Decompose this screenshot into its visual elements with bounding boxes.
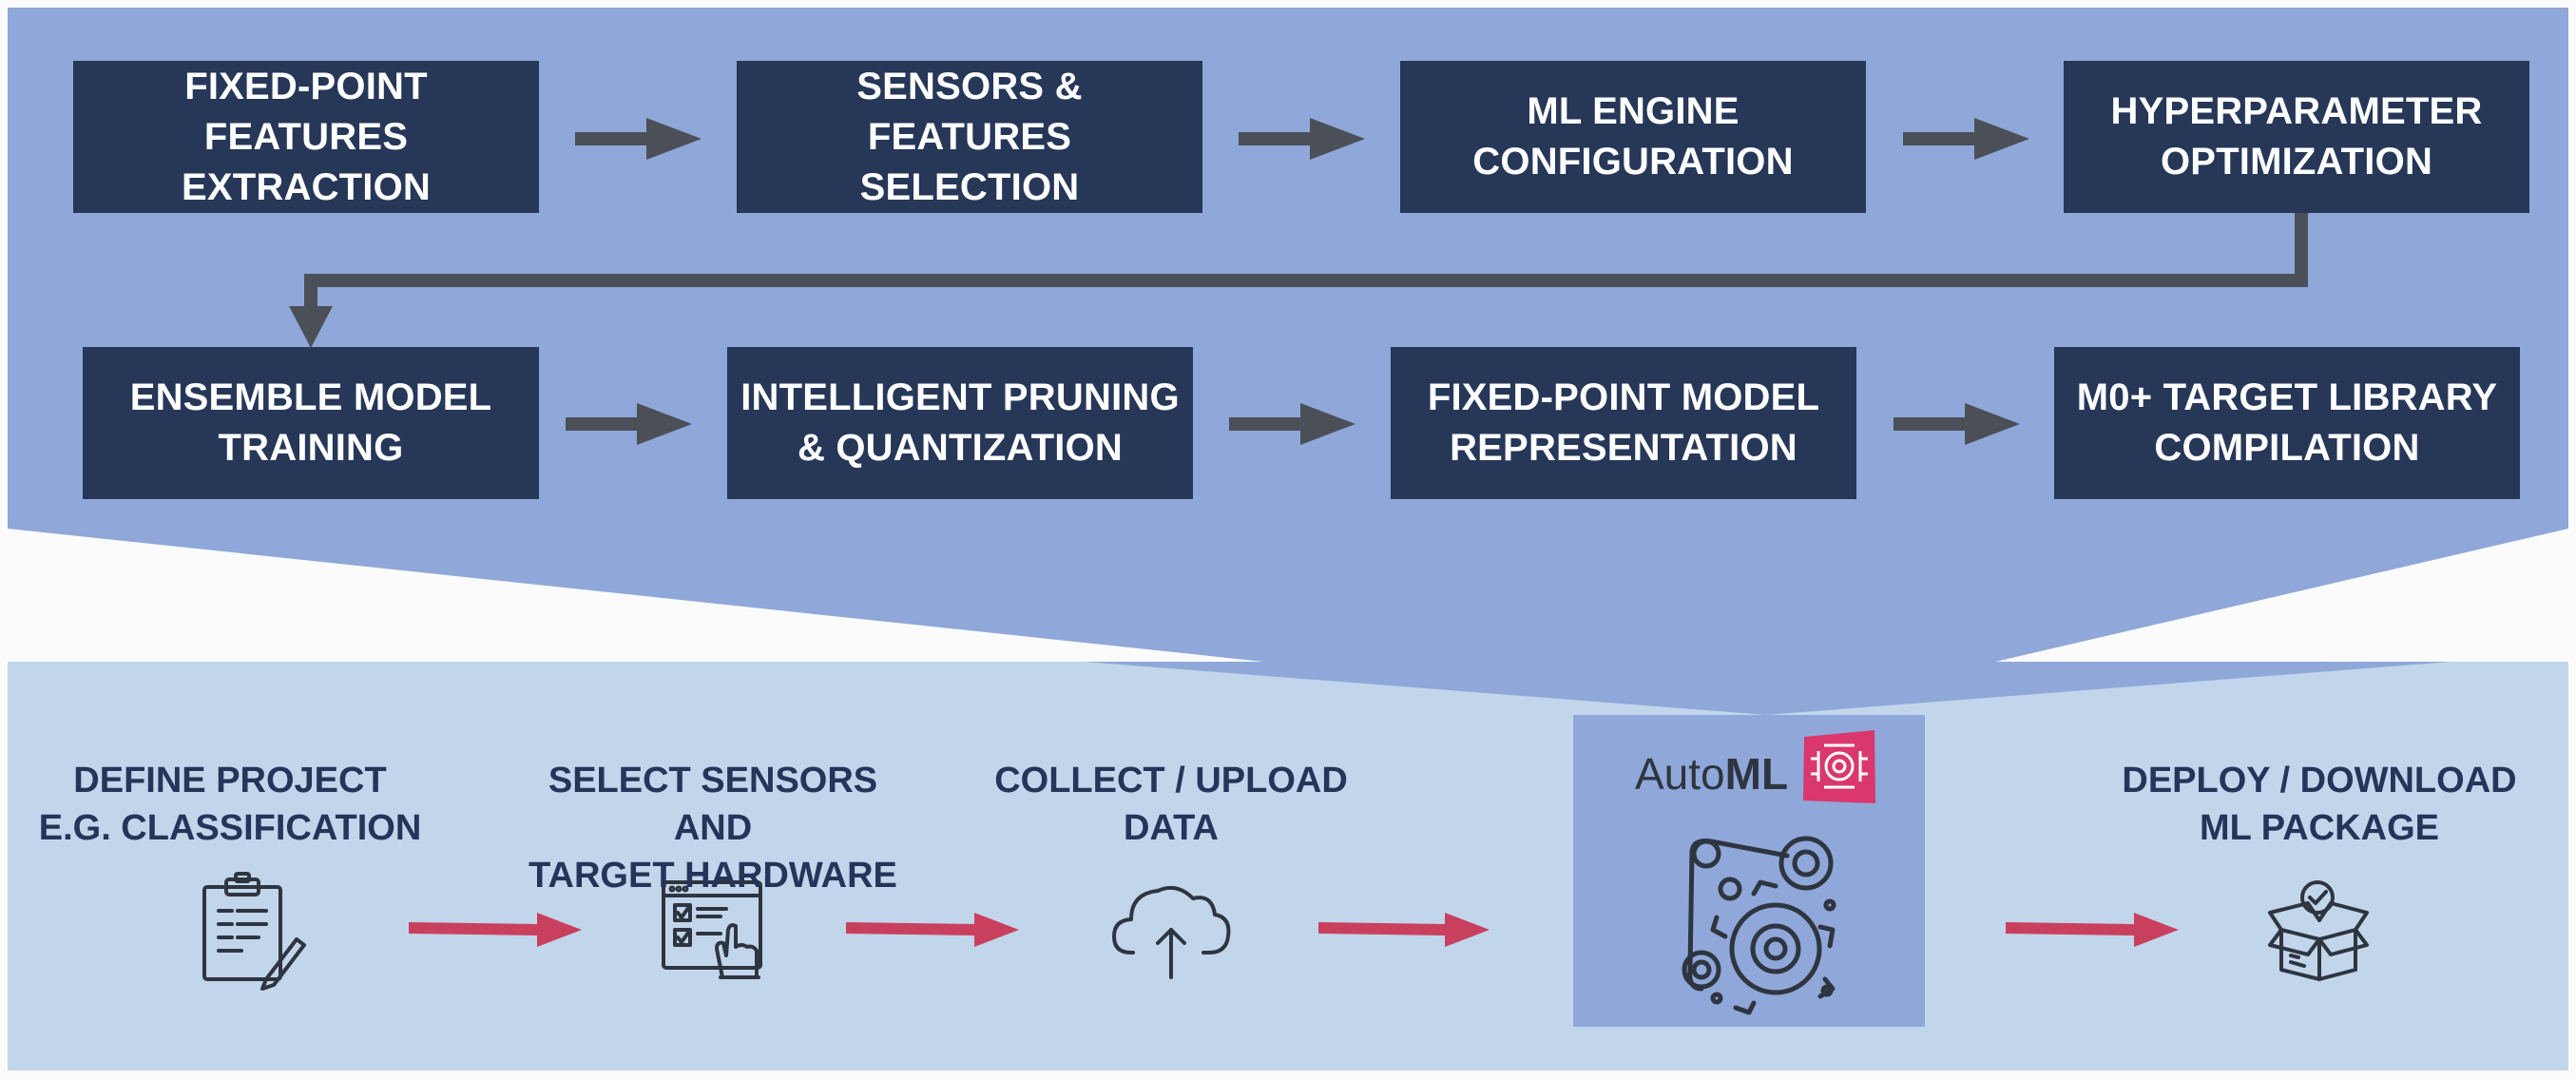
pipeline-step: FIXED-POINT FEATURES EXTRACTION bbox=[73, 61, 539, 213]
pipeline-step: M0+ TARGET LIBRARY COMPILATION bbox=[2054, 347, 2520, 499]
pipeline-step: FIXED-POINT MODEL REPRESENTATION bbox=[1391, 347, 1856, 499]
gears-conveyor-icon bbox=[1682, 836, 1836, 1015]
pipeline-step: INTELLIGENT PRUNING & QUANTIZATION bbox=[727, 347, 1193, 499]
cloud-upload-icon bbox=[1112, 885, 1231, 979]
pipeline-panel bbox=[8, 8, 2568, 715]
label-line-2: TARGET HARDWARE bbox=[529, 856, 897, 896]
workflow-step-label: SELECT SENSORS AND TARGET HARDWARE bbox=[513, 757, 913, 899]
pipeline-connector-arrow bbox=[289, 211, 2308, 348]
pipeline-step: SENSORS & FEATURES SELECTION bbox=[737, 61, 1202, 213]
workflow-arrow bbox=[2006, 913, 2179, 947]
automl-brand-bold: ML bbox=[1724, 749, 1789, 799]
step-line-1: ML ENGINE bbox=[1527, 90, 1740, 132]
pipeline-arrows-row1 bbox=[575, 118, 2029, 160]
label-line-2: E.G. CLASSIFICATION bbox=[38, 808, 422, 848]
workflow-arrow bbox=[409, 913, 582, 947]
workflow-step-label: DEFINE PROJECT E.G. CLASSIFICATION bbox=[30, 757, 430, 852]
step-line-1: HYPERPARAMETER bbox=[2110, 90, 2483, 132]
pipeline-step: ML ENGINE CONFIGURATION bbox=[1400, 61, 1866, 213]
workflow-arrow bbox=[1318, 913, 1490, 947]
step-line-1: FIXED-POINT FEATURES bbox=[184, 65, 428, 158]
step-line-2: TRAINING bbox=[218, 427, 404, 469]
label-line-2: DATA bbox=[1124, 808, 1219, 848]
step-line-2: EXTRACTION bbox=[182, 165, 431, 208]
pipeline-arrow bbox=[1903, 118, 2029, 160]
step-line-2: OPTIMIZATION bbox=[2160, 141, 2433, 183]
workflow-arrow bbox=[846, 913, 1019, 947]
step-line-1: INTELLIGENT PRUNING bbox=[740, 376, 1180, 418]
chip-badge-icon bbox=[1803, 730, 1875, 803]
step-line-1: SENSORS & FEATURES bbox=[856, 65, 1083, 158]
label-line-1: SELECT SENSORS AND bbox=[548, 761, 878, 848]
pipeline-arrow bbox=[1229, 403, 1355, 445]
workflow-step-label: COLLECT / UPLOAD DATA bbox=[971, 757, 1371, 852]
step-line-2: SELECTION bbox=[859, 165, 1080, 208]
label-line-2: ML PACKAGE bbox=[2200, 808, 2439, 848]
step-line-2: CONFIGURATION bbox=[1472, 141, 1794, 183]
step-line-2: COMPILATION bbox=[2154, 427, 2420, 469]
automl-brand-light: Auto bbox=[1635, 749, 1725, 799]
step-line-1: ENSEMBLE MODEL bbox=[129, 376, 492, 418]
pipeline-arrows-row2 bbox=[566, 403, 2020, 445]
pipeline-arrow bbox=[1239, 118, 1365, 160]
step-line-2: & QUANTIZATION bbox=[797, 427, 1123, 469]
label-line-1: DEPLOY / DOWNLOAD bbox=[2122, 761, 2517, 800]
pipeline-step: ENSEMBLE MODEL TRAINING bbox=[83, 347, 539, 499]
workflow-panel bbox=[8, 662, 2568, 1070]
funnel-overlay bbox=[1084, 662, 2452, 715]
step-line-1: M0+ TARGET LIBRARY bbox=[2076, 376, 2498, 418]
workflow-arrows bbox=[409, 913, 2179, 947]
pipeline-step: HYPERPARAMETER OPTIMIZATION bbox=[2064, 61, 2529, 213]
automl-logo-text: AutoML bbox=[1635, 747, 1788, 800]
package-box-icon bbox=[2268, 880, 2369, 981]
step-line-1: FIXED-POINT MODEL bbox=[1427, 376, 1820, 418]
label-line-1: COLLECT / UPLOAD bbox=[994, 761, 1348, 800]
clipboard-icon bbox=[202, 872, 306, 991]
checklist-screen-icon bbox=[662, 880, 762, 979]
pipeline-arrow bbox=[566, 403, 692, 445]
step-line-2: REPRESENTATION bbox=[1450, 427, 1797, 469]
workflow-step-label: DEPLOY / DOWNLOAD ML PACKAGE bbox=[2120, 757, 2519, 852]
pipeline-arrow bbox=[1894, 403, 2020, 445]
pipeline-arrow bbox=[575, 118, 702, 160]
label-line-1: DEFINE PROJECT bbox=[73, 761, 387, 800]
